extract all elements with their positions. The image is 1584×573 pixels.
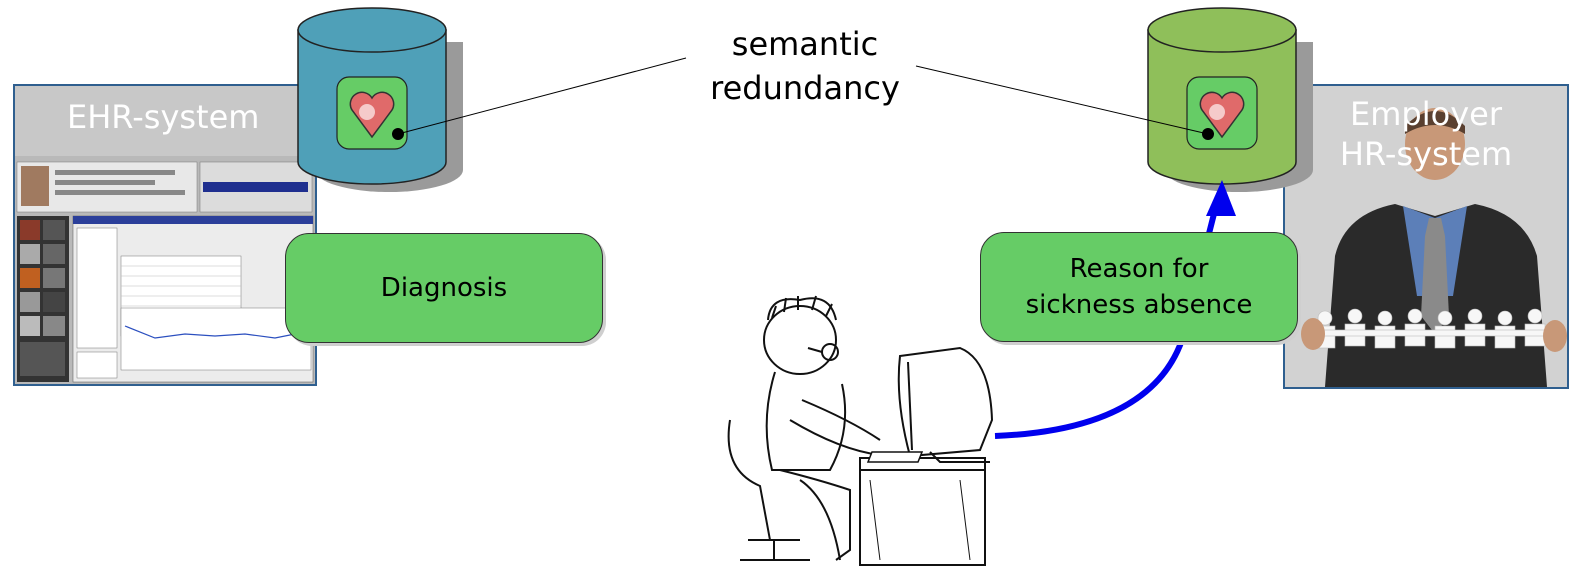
semantic-link-left: [397, 57, 687, 135]
ehr-screenshot-illustration: [15, 86, 315, 384]
reason-box: Reason for sickness absence: [980, 232, 1298, 342]
semantic-label-line1: semantic: [731, 25, 879, 63]
arrowhead-icon: [1206, 180, 1236, 216]
ehr-system-panel: EHR-system: [13, 84, 317, 386]
data-flow-arrow: [994, 197, 1221, 439]
diagnosis-box: Diagnosis: [285, 233, 603, 343]
business-person-illustration: [1285, 86, 1567, 387]
hr-system-title: Employer HR-system: [1285, 94, 1567, 174]
hr-system-panel: Employer HR-system: [1283, 84, 1569, 389]
person-at-computer-illustration: [727, 295, 994, 566]
hr-title-line2: HR-system: [1339, 135, 1513, 173]
ehr-system-title: EHR-system: [67, 98, 260, 136]
diagnosis-label: Diagnosis: [380, 273, 508, 303]
semantic-link-right: [915, 65, 1209, 135]
hr-link-dot: [1202, 128, 1214, 140]
reason-label-line1: Reason for: [1069, 254, 1209, 284]
ehr-heart-icon: [349, 91, 395, 139]
ehr-link-dot: [392, 128, 404, 140]
hr-title-line1: Employer: [1350, 95, 1502, 133]
semantic-label-line2: redundancy: [710, 69, 900, 107]
semantic-redundancy-label: semantic redundancy: [680, 22, 930, 110]
reason-label-line2: sickness absence: [1025, 290, 1253, 320]
hr-heart-icon: [1199, 91, 1245, 139]
